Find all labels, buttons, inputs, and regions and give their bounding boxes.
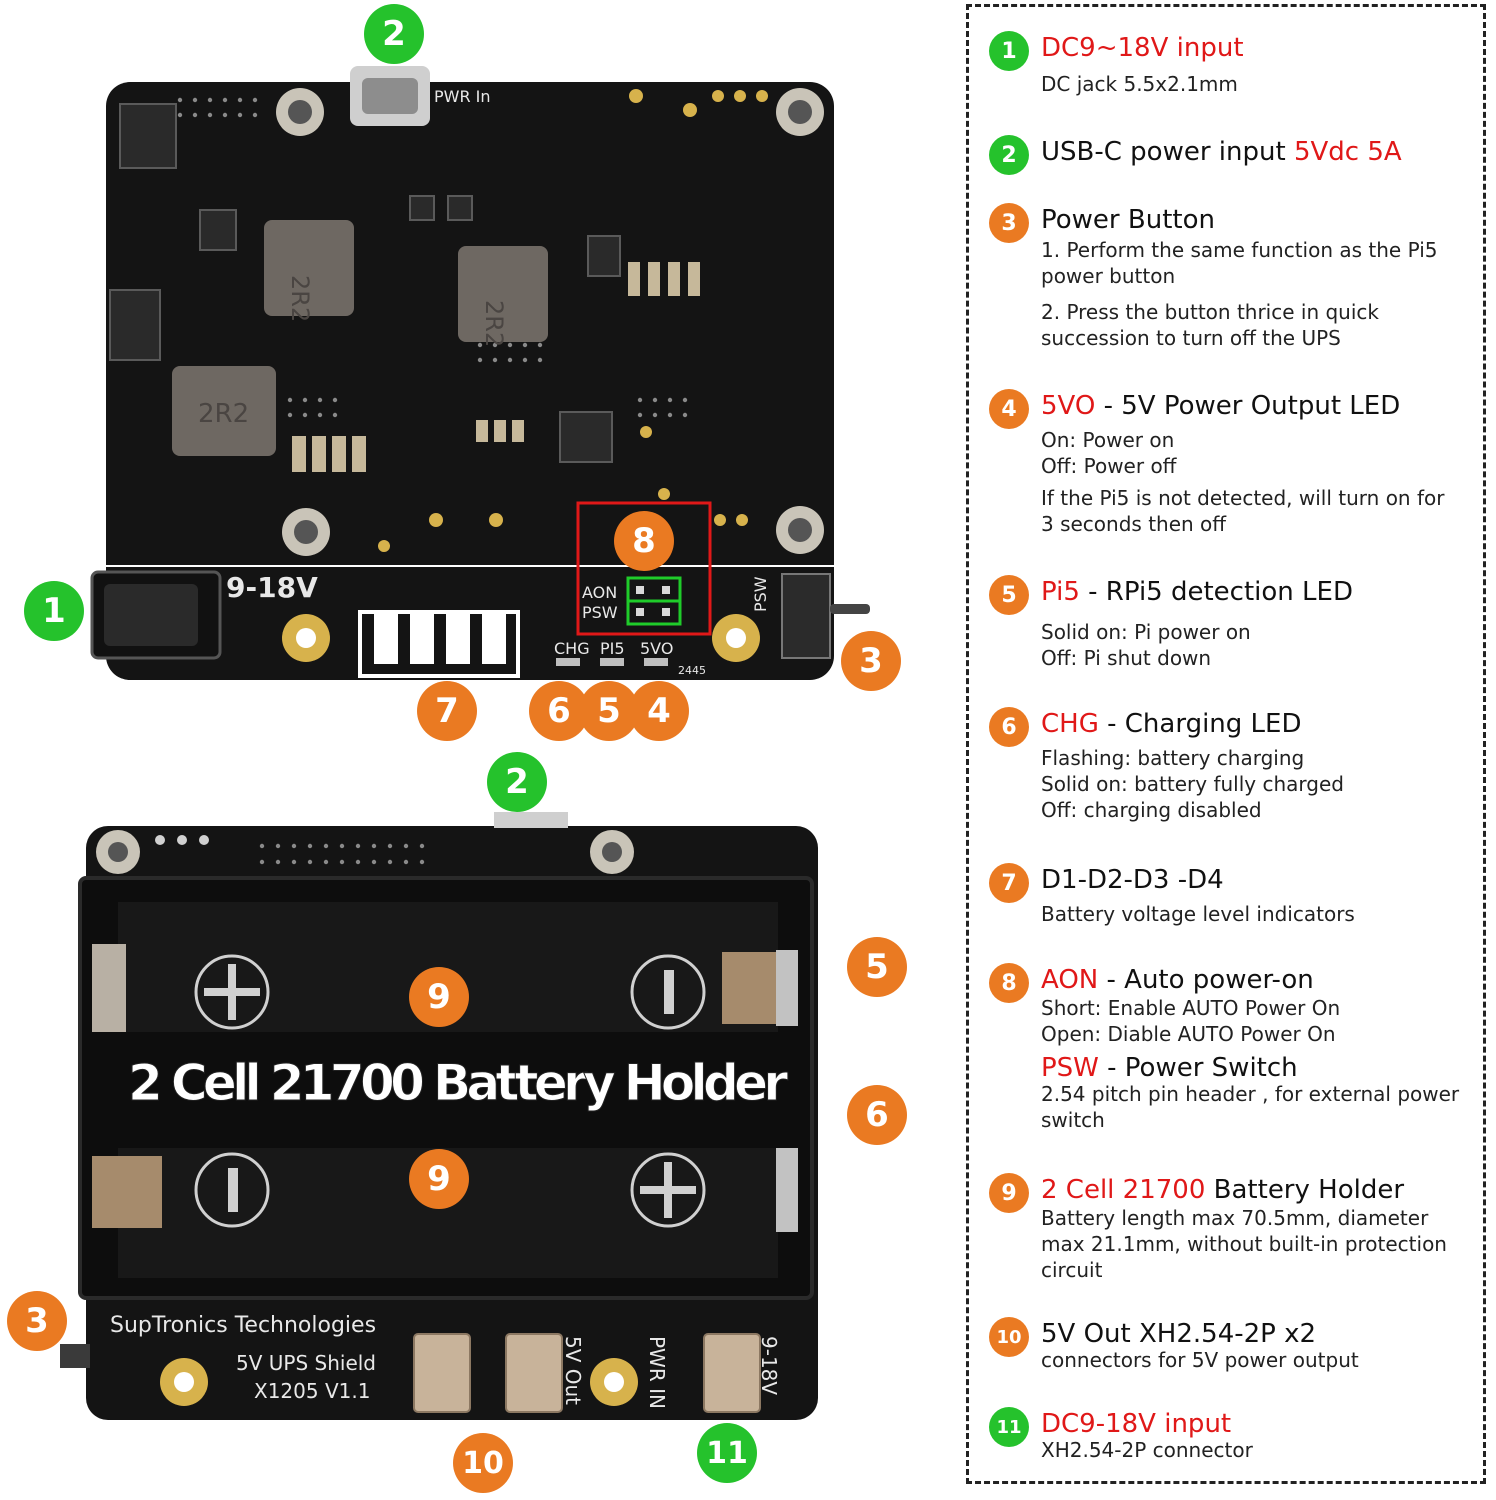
legend-desc: 2.54 pitch pin header , for external pow…	[1041, 1082, 1460, 1132]
legend-desc: If the Pi5 is not detected, will turn on…	[1041, 486, 1445, 536]
chips	[109, 103, 621, 463]
legend-badge: 1	[989, 31, 1029, 71]
callout-2-bottom: 2	[487, 752, 547, 812]
pwr-in-silk: PWR In	[434, 87, 491, 106]
callout-3-bottom: 3	[7, 1291, 67, 1351]
legend-title: DC9-18V input	[1041, 1409, 1232, 1439]
legend-badge: 2	[989, 135, 1029, 175]
legend-desc: XH2.54-2P connector	[1041, 1438, 1253, 1462]
callout-11: 11	[697, 1423, 757, 1483]
aon-psw-highlight	[576, 501, 712, 636]
callout-7: 7	[417, 681, 477, 741]
legend-title: D1-D2-D3 -D4	[1041, 865, 1224, 895]
callout-6-bottom: 6	[847, 1085, 907, 1145]
legend-title: 5VO - 5V Power Output LED	[1041, 391, 1401, 421]
inductor-marking: 2R2	[480, 300, 508, 347]
legend-title: Power Button	[1041, 205, 1215, 235]
legend-desc: Short: Enable AUTO Power On Open: Diable…	[1041, 996, 1341, 1046]
legend-desc: 2. Press the button thrice in quick succ…	[1041, 300, 1379, 350]
callout-8: 8	[614, 511, 674, 571]
version-silk: X1205 V1.1	[254, 1379, 370, 1403]
status-leds	[556, 658, 668, 666]
legend-desc: DC jack 5.5x2.1mm	[1041, 72, 1238, 96]
resistors	[292, 262, 700, 472]
dc-range-silk: 9-18V	[226, 571, 318, 604]
model-silk: 5V UPS Shield	[236, 1351, 376, 1375]
callout-9-lower: 9	[409, 1149, 469, 1209]
via-pattern	[259, 843, 425, 865]
contact	[92, 1156, 162, 1228]
legend-title: AON - Auto power-on	[1041, 965, 1314, 995]
legend-badge: 3	[989, 203, 1029, 243]
pwr-in-silk: PWR IN	[645, 1336, 669, 1409]
contact	[92, 944, 126, 1032]
psw-side-silk: PSW	[751, 576, 770, 612]
power-button	[781, 573, 831, 659]
brand-silk: SupTronics Technologies	[110, 1313, 376, 1338]
psw-silk: PSW	[582, 603, 618, 622]
legend-badge: 10	[989, 1317, 1029, 1357]
legend-desc: On: Power on Off: Power off	[1041, 428, 1177, 478]
inductors	[172, 220, 548, 456]
polarity-marks	[194, 954, 706, 1228]
legend-title: Pi5 - RPi5 detection LED	[1041, 577, 1353, 607]
legend-subtitle: PSW - Power Switch	[1041, 1053, 1298, 1083]
legend-title: 5V Out XH2.54-2P x2	[1041, 1319, 1317, 1349]
5v-out-silk: 5V Out	[561, 1336, 585, 1405]
xh-connectors	[413, 1333, 761, 1413]
level-leds	[374, 614, 506, 664]
board-diagram: PWR In 9-18V AON PSW CHG PI5 5VO PSW 244…	[7, 4, 907, 1493]
bottom-board: 2 Cell 21700 Battery Holder SupTronics T…	[60, 812, 818, 1420]
legend-badge: 9	[989, 1173, 1029, 1213]
legend-badge: 4	[989, 389, 1029, 429]
legend-desc: Flashing: battery charging Solid on: bat…	[1041, 746, 1344, 822]
legend-badge: 7	[989, 863, 1029, 903]
callout-4: 4	[629, 681, 689, 741]
power-button	[60, 1344, 90, 1368]
legend-desc: Battery length max 70.5mm, diameter max …	[1041, 1206, 1447, 1282]
range-silk: 9-18V	[757, 1336, 781, 1395]
top-board: PWR In 9-18V AON PSW CHG PI5 5VO PSW 244…	[90, 66, 870, 680]
legend-title: USB-C power input 5Vdc 5A	[1041, 137, 1402, 167]
legend-badge: 6	[989, 707, 1029, 747]
level-led-outline	[358, 610, 520, 678]
pi5-silk: PI5	[600, 639, 625, 658]
usb-c-port	[494, 812, 568, 828]
callout-5-bottom: 5	[847, 937, 907, 997]
inductor-marking: 2R2	[198, 399, 249, 429]
board-code: 2445	[678, 664, 706, 677]
callout-9-upper: 9	[409, 967, 469, 1027]
board-illustration: PWR In 9-18V AON PSW CHG PI5 5VO PSW 244…	[60, 66, 870, 1420]
legend-title: CHG - Charging LED	[1041, 709, 1302, 739]
legend-title: 2 Cell 21700 Battery Holder	[1041, 1175, 1405, 1205]
legend-desc: connectors for 5V power output	[1041, 1348, 1359, 1372]
legend-desc: 1. Perform the same function as the Pi5 …	[1041, 238, 1438, 288]
holder-title: 2 Cell 21700 Battery Holder	[128, 1054, 788, 1112]
legend-desc: Battery voltage level indicators	[1041, 902, 1355, 926]
legend-panel: 1 DC9~18V input DC jack 5.5x2.1mm 2 USB-…	[966, 4, 1486, 1484]
callout-10: 10	[453, 1433, 513, 1493]
legend-desc: Solid on: Pi power on Off: Pi shut down	[1041, 620, 1251, 670]
legend-badge: 8	[989, 963, 1029, 1003]
chg-silk: CHG	[554, 639, 590, 658]
5vo-silk: 5VO	[640, 639, 673, 658]
callout-1: 1	[24, 581, 84, 641]
aon-silk: AON	[582, 583, 617, 602]
mounting-holes	[276, 88, 824, 662]
contact	[722, 952, 782, 1024]
legend-badge: 5	[989, 575, 1029, 615]
legend-badge: 11	[989, 1407, 1029, 1447]
inductor-marking: 2R2	[286, 275, 314, 322]
callout-3-top: 3	[841, 631, 901, 691]
test-points	[378, 89, 768, 552]
callout-2-top: 2	[364, 4, 424, 64]
legend-title: DC9~18V input	[1041, 33, 1244, 63]
